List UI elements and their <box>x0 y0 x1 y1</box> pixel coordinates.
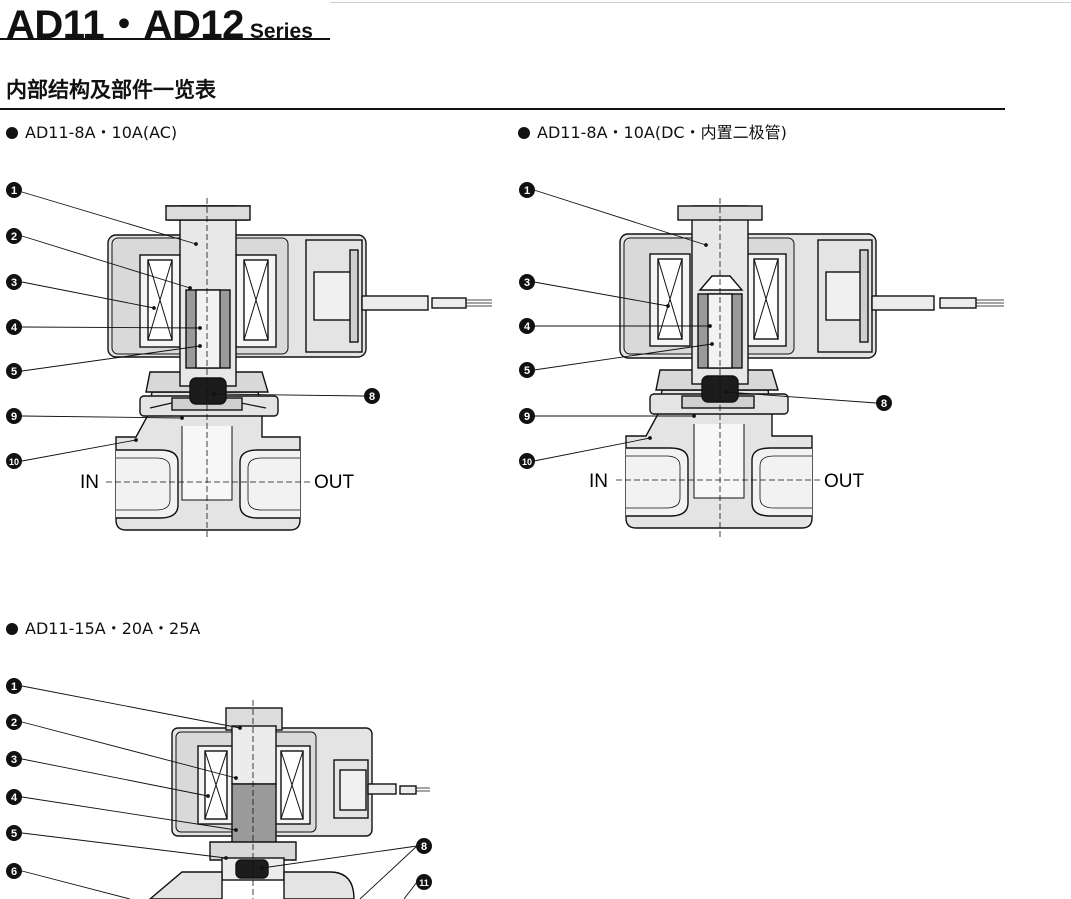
callout-number: 9 <box>524 411 530 423</box>
callout-5-badge: 5 <box>519 362 535 378</box>
bullet-icon <box>6 127 18 139</box>
callout-1-badge: 1 <box>519 182 535 198</box>
in-label: IN <box>589 471 608 492</box>
in-label: IN <box>80 472 99 493</box>
callout-2-badge: 2 <box>6 714 22 730</box>
bullet-icon <box>6 623 18 635</box>
callout-10-badge: 10 <box>519 453 535 469</box>
callout-5-badge: 5 <box>6 825 22 841</box>
figure-1-caption-text: AD11-8A・10A(AC) <box>25 123 178 142</box>
callout-1-badge: 1 <box>6 182 22 198</box>
callout-number: 3 <box>11 754 17 766</box>
callout-3-badge: 3 <box>6 274 22 290</box>
callout-9-badge: 9 <box>519 408 535 424</box>
callout-2-badge: 2 <box>6 228 22 244</box>
out-label: OUT <box>824 471 865 492</box>
page-title-series: Series <box>249 20 313 43</box>
callout-3-badge: 3 <box>519 274 535 290</box>
callout-number: 1 <box>524 185 530 197</box>
callout-number: 4 <box>524 321 531 333</box>
bullet-icon <box>518 127 530 139</box>
section-title: 内部结构及部件一览表 <box>6 78 216 102</box>
callout-number: 4 <box>11 322 18 334</box>
bonnet <box>209 841 297 861</box>
callout-layer: 1 2 3 4 5 8 9 10 1 3 4 5 8 9 10 1 2 3 4 5 6 8 11 <box>6 182 892 890</box>
callout-number: 5 <box>524 365 530 377</box>
callout-4-badge: 4 <box>6 789 22 805</box>
callout-8-badge: 8 <box>876 395 892 411</box>
callout-8-badge: 8 <box>364 388 380 404</box>
callout-number: 2 <box>11 231 17 243</box>
callout-8-badge: 8 <box>416 838 432 854</box>
out-port <box>239 449 300 519</box>
figure-3-caption: AD11-15A・20A・25A <box>6 615 200 639</box>
callout-number: 8 <box>881 398 887 410</box>
callout-number: 3 <box>524 277 530 289</box>
callout-6-badge: 6 <box>6 863 22 879</box>
callout-5-badge: 5 <box>6 363 22 379</box>
figure-2-caption: AD11-8A・10A(DC・内置二极管) <box>518 119 787 143</box>
plunger-seal <box>189 377 227 405</box>
in-port <box>116 449 179 519</box>
in-port <box>626 447 689 517</box>
callout-1-badge: 1 <box>6 678 22 694</box>
figure-2-caption-text: AD11-8A・10A(DC・内置二极管) <box>537 123 787 142</box>
callout-4-badge: 4 <box>519 318 535 334</box>
callout-number: 2 <box>11 717 17 729</box>
out-label: OUT <box>314 472 355 493</box>
cable <box>871 295 935 311</box>
valve-body <box>148 871 355 899</box>
callout-number: 8 <box>369 391 375 403</box>
valve-diagram-large <box>148 707 430 899</box>
cable <box>361 295 429 311</box>
header-top-rule <box>330 2 1071 3</box>
callout-number: 5 <box>11 828 17 840</box>
callout-11-badge: 11 <box>416 874 432 890</box>
callout-9-badge: 9 <box>6 408 22 424</box>
callout-10-badge: 10 <box>6 453 22 469</box>
callout-number: 11 <box>419 878 429 888</box>
cable <box>367 783 397 795</box>
fixed-core <box>231 725 277 785</box>
callout-number: 3 <box>11 277 17 289</box>
callout-number: 10 <box>522 457 532 467</box>
callout-number: 10 <box>9 457 19 467</box>
callout-number: 1 <box>11 185 17 197</box>
title-underline <box>0 38 330 40</box>
section-underline <box>0 108 1005 110</box>
callout-number: 1 <box>11 681 17 693</box>
callout-number: 6 <box>11 866 17 878</box>
callout-number: 8 <box>421 841 427 853</box>
figure-1-caption: AD11-8A・10A(AC) <box>6 119 177 143</box>
plunger-seal <box>235 859 269 879</box>
callout-3-badge: 3 <box>6 751 22 767</box>
callout-4-badge: 4 <box>6 319 22 335</box>
out-port <box>751 447 812 517</box>
valve-diagram-ac <box>107 205 492 531</box>
plunger <box>231 783 277 845</box>
valve-diagram-dc <box>619 205 1004 529</box>
callout-number: 9 <box>11 411 17 423</box>
callout-number: 5 <box>11 366 17 378</box>
figure-3-caption-text: AD11-15A・20A・25A <box>25 619 201 638</box>
callout-number: 4 <box>11 792 18 804</box>
